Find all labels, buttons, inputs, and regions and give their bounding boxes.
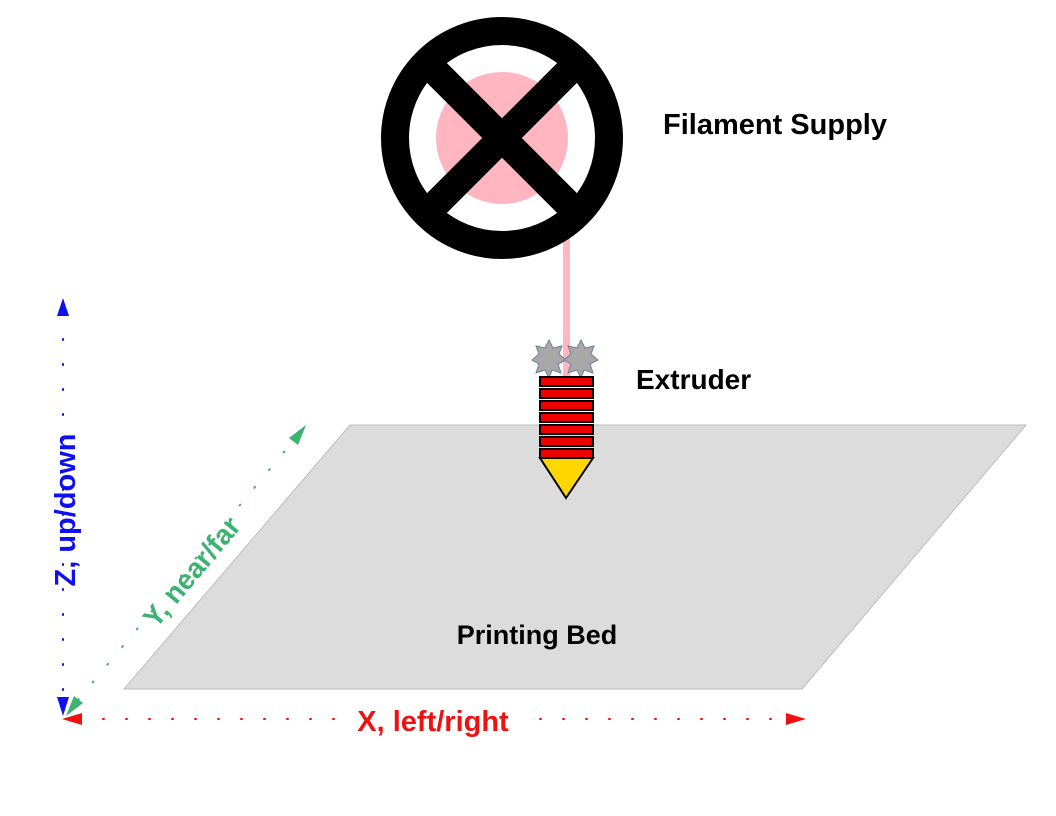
extruder-body [539, 376, 594, 459]
filament-strand [563, 150, 570, 382]
printing-bed [122, 424, 1028, 690]
x-axis-arrow-left [62, 713, 82, 725]
x-axis-label: X, left/right [357, 706, 509, 738]
x-axis-label-backdrop [338, 700, 528, 738]
y-axis-arrow-near [66, 696, 83, 716]
z-axis-arrow-down [57, 697, 69, 716]
x-axis-arrow-right [786, 713, 806, 725]
filament-spool [381, 17, 623, 259]
filament-supply-label: Filament Supply [663, 109, 887, 141]
z-axis-arrow-up [57, 298, 69, 316]
printing-bed-label: Printing Bed [457, 620, 618, 650]
drive-gear-left [531, 338, 567, 380]
extruder-label: Extruder [636, 364, 751, 395]
nozzle [538, 457, 595, 500]
y-axis-arrow-far [289, 425, 306, 445]
z-axis-label: Z, up/down [50, 433, 82, 586]
